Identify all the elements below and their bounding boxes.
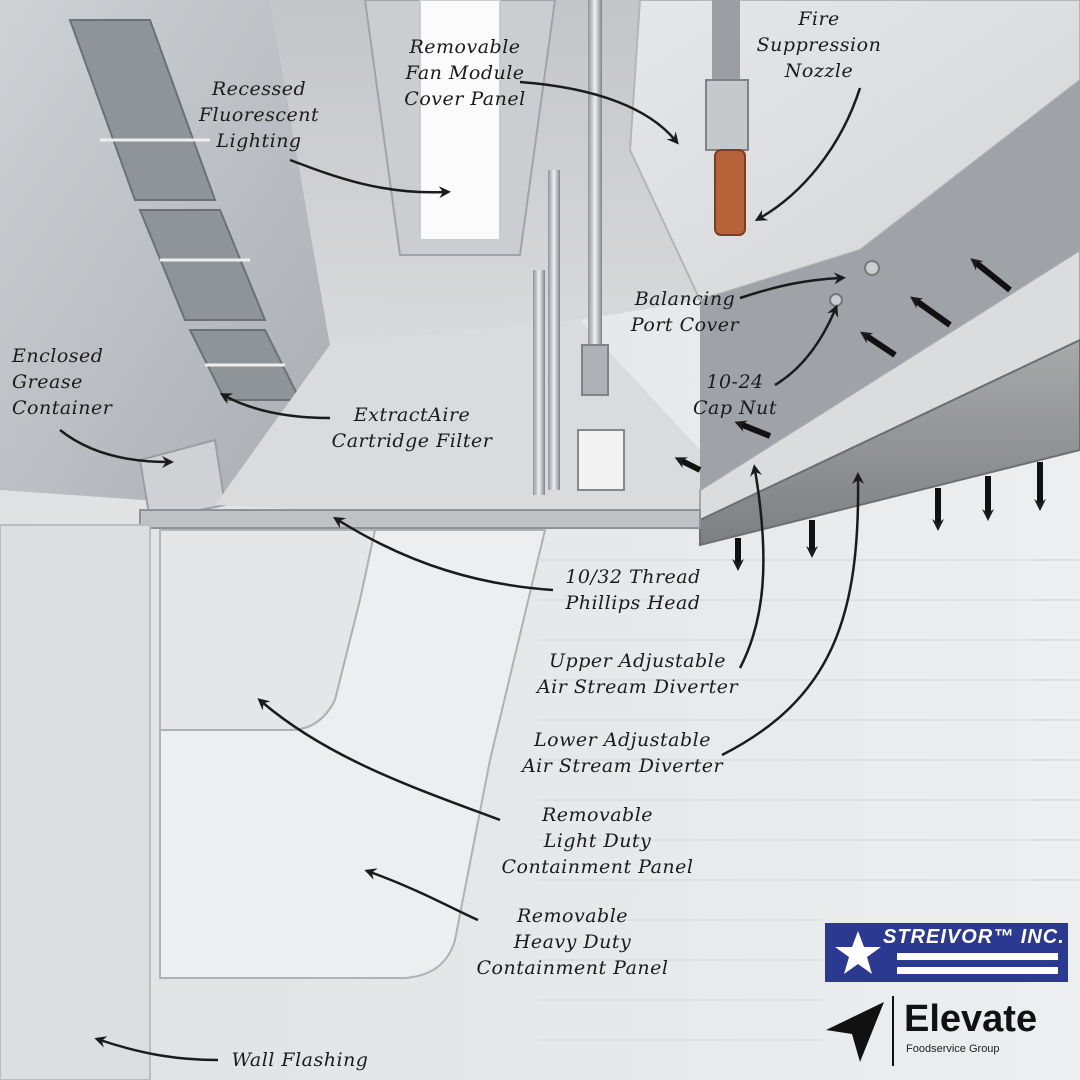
logo-divider: [892, 996, 894, 1066]
elevate-wordmark: Elevate: [904, 998, 1038, 1040]
heavy-duty-panel-shape: [159, 529, 547, 979]
filter-shelves: [100, 138, 285, 367]
airflow-arrows: [674, 258, 1046, 571]
nozzle-body: [705, 79, 749, 151]
pipe-left: [533, 270, 545, 495]
label-wall-flashing: Wall Flashing: [231, 1049, 369, 1071]
label-extractaire-cartridge-filter: ExtractAire Cartridge Filter: [331, 404, 493, 452]
lower-diverter: [699, 338, 1080, 547]
label-cap-nut: 10-24 Cap Nut: [692, 371, 778, 419]
right-side-wall: [700, 80, 1080, 490]
nameplate: [577, 429, 625, 491]
label-phillips-head: 10/32 Thread Phillips Head: [565, 566, 701, 614]
nozzle-pipe: [712, 0, 740, 80]
port-cover: [864, 260, 880, 276]
label-fire-suppression-nozzle: Fire Suppression Nozzle: [756, 8, 882, 82]
pipe-fitting: [581, 344, 609, 396]
star-icon: [835, 931, 881, 974]
logo-stripe: [897, 967, 1058, 974]
wall-flashing-panel: [0, 524, 151, 1080]
logo-stripe: [897, 953, 1058, 960]
nozzle-tip: [714, 149, 746, 236]
label-heavy-duty-containment-panel: Removable Heavy Duty Containment Panel: [476, 905, 669, 979]
fluorescent-light: [419, 0, 501, 241]
navigation-arrow-icon: [826, 1002, 884, 1062]
pipe-mid: [548, 170, 560, 490]
label-lower-air-stream-diverter: Lower Adjustable Air Stream Diverter: [521, 729, 724, 777]
label-fan-module-cover-panel: Removable Fan Module Cover Panel: [404, 36, 526, 110]
streivor-logo: STREIVOR™ INC.: [825, 923, 1068, 982]
wall-texture: [540, 559, 1080, 1041]
label-balancing-port-cover: Balancing Port Cover: [630, 288, 740, 336]
label-recessed-fluorescent-lighting: Recessed Fluorescent Lighting: [198, 78, 320, 152]
leader-arrows: [59, 80, 865, 1062]
label-enclosed-grease-container: Enclosed Grease Container: [12, 345, 113, 419]
elevate-logo: Elevate Foodservice Group: [822, 996, 1072, 1066]
elevate-subtitle: Foodservice Group: [906, 1043, 1000, 1055]
label-upper-air-stream-diverter: Upper Adjustable Air Stream Diverter: [536, 650, 739, 698]
pipe-right: [588, 0, 602, 360]
streivor-wordmark: STREIVOR™ INC.: [883, 926, 1065, 948]
port-cover-2: [829, 293, 843, 307]
hood-front-lip: [139, 509, 701, 529]
label-light-duty-containment-panel: Removable Light Duty Containment Panel: [501, 804, 694, 878]
